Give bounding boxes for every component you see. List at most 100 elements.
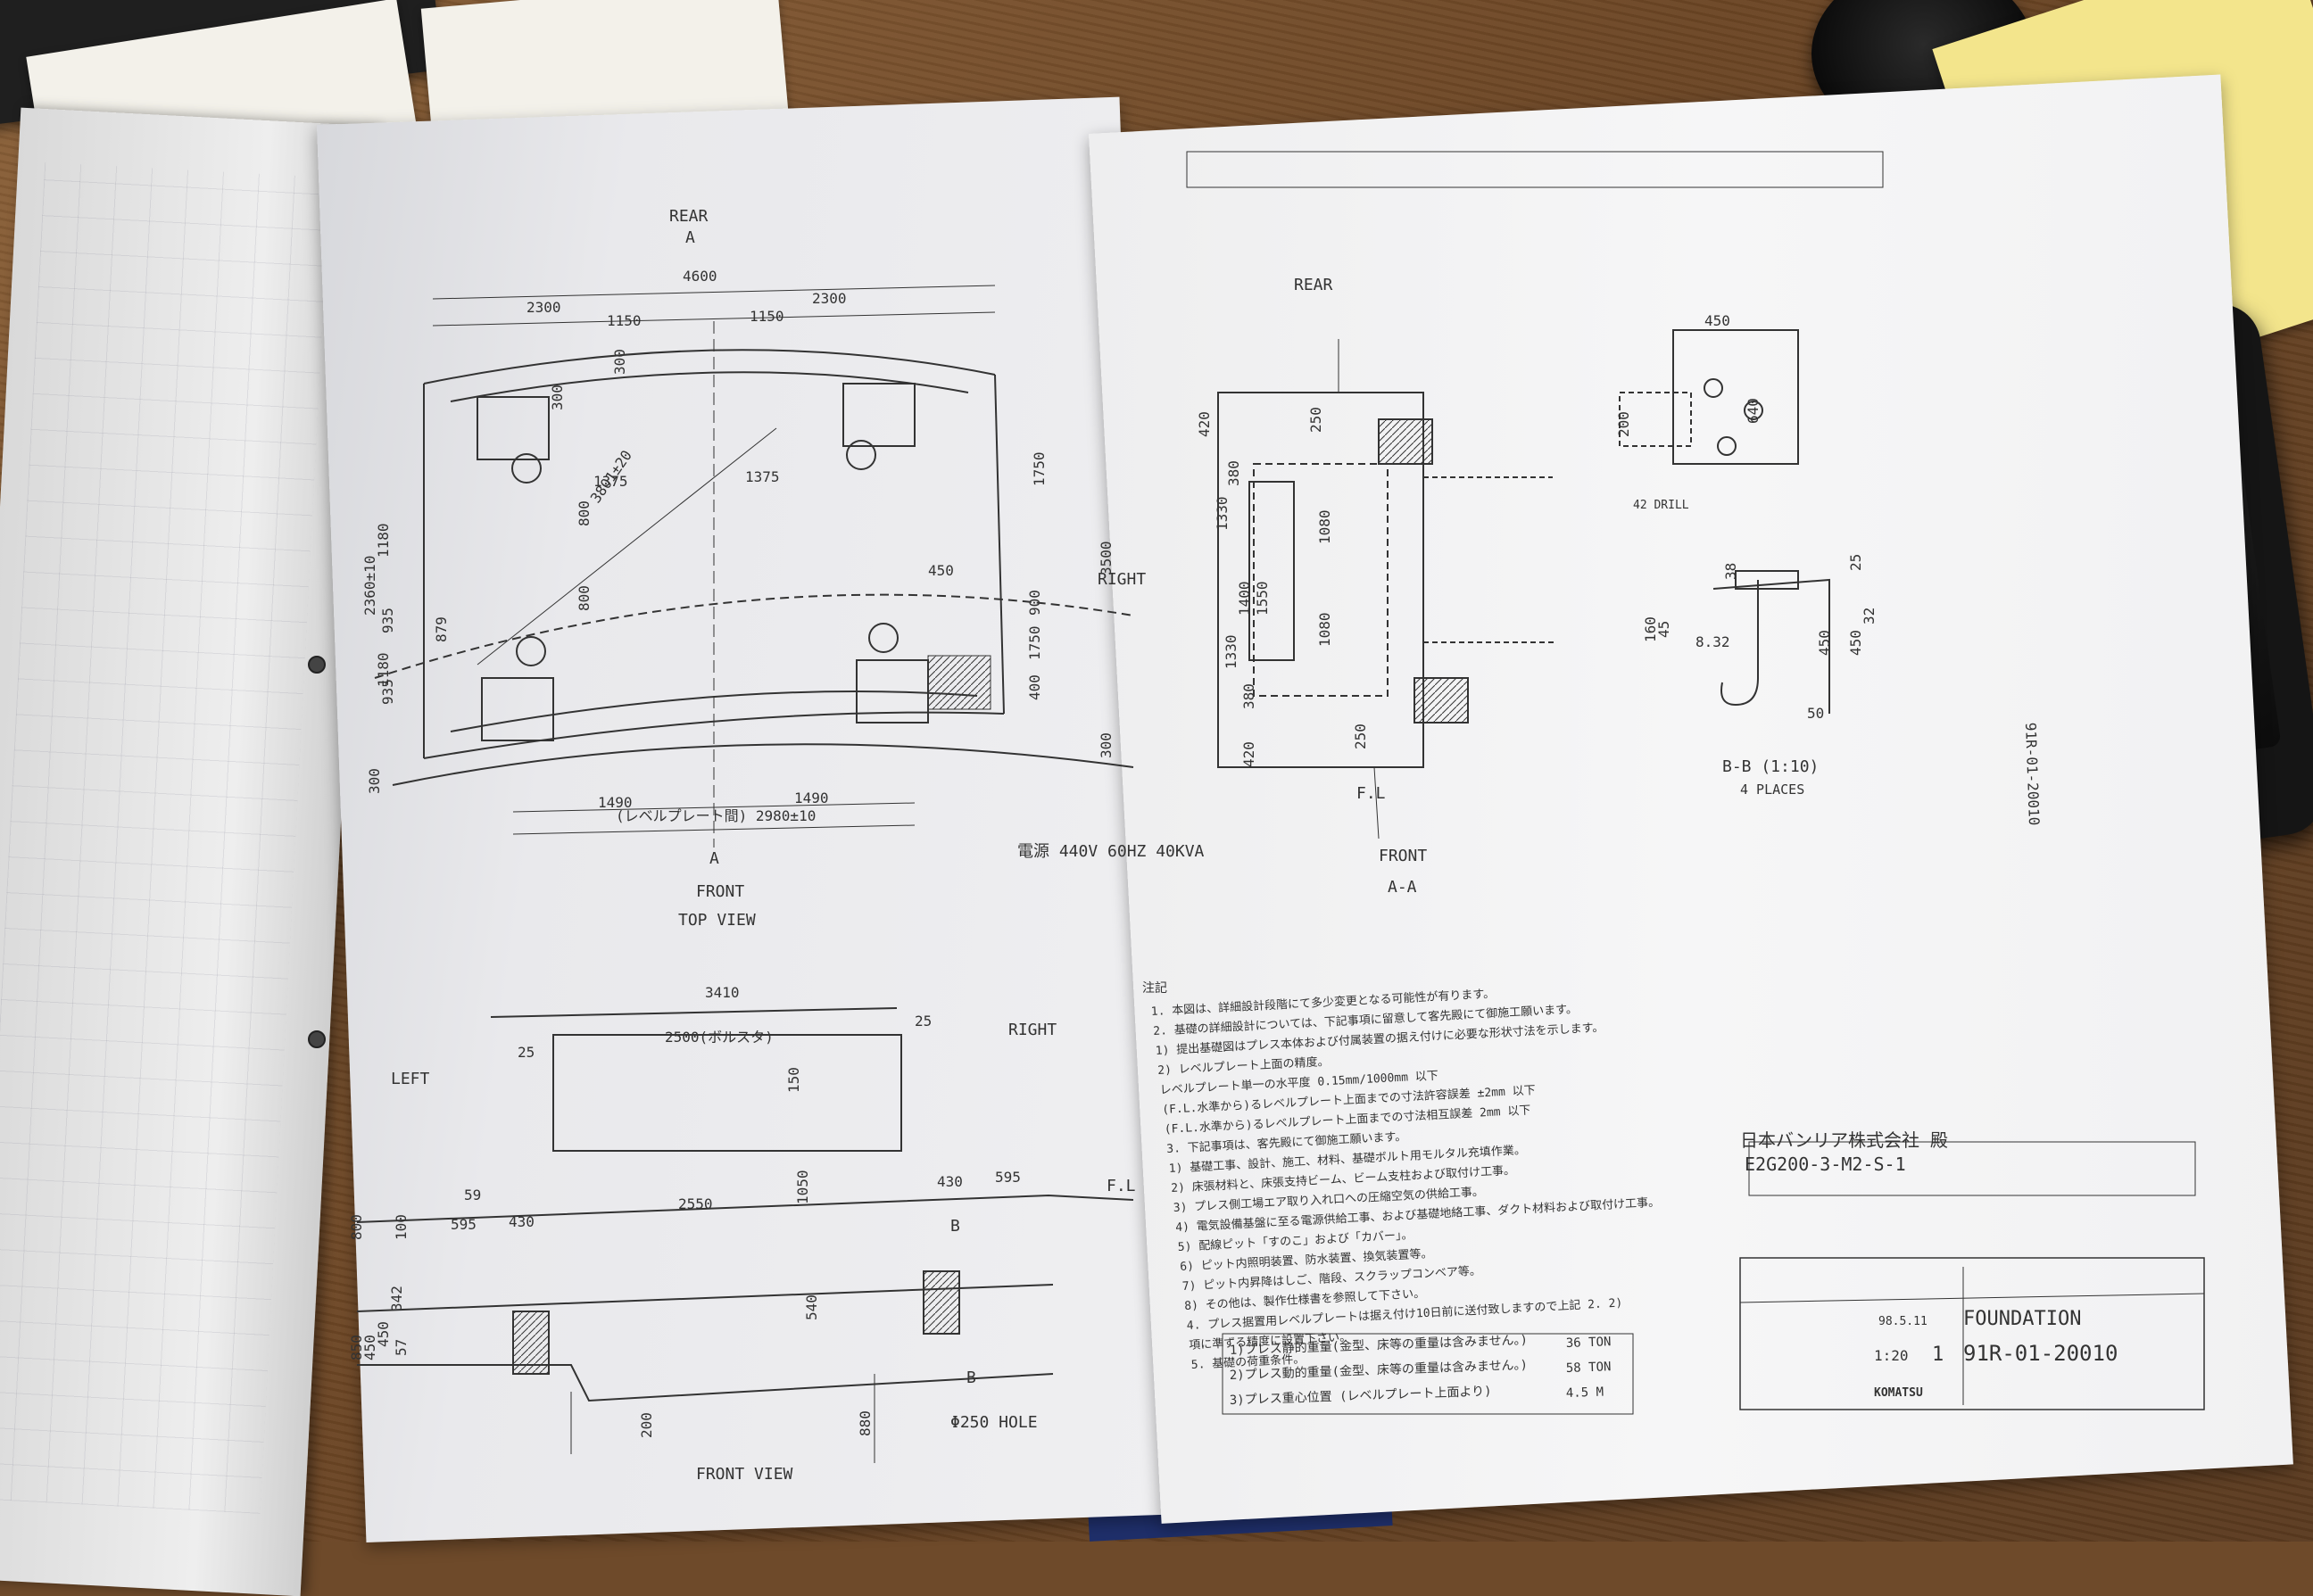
bolt-pocket [477,396,550,460]
foundation-drawing: REAR A FRONT A TOP VIEW RIGHT 電源 440V 60… [348,151,2205,1484]
front-view-dimension: 595 [451,1216,477,1233]
section-aa-dimension: 1080 [1316,612,1333,647]
top-view-dimension: 1375 [593,473,628,490]
top-view-dimension: 800 [576,500,593,526]
top-view-dimension: (レベルプレート間) 2980±10 [616,807,816,824]
top-view-dimension: 879 [433,616,450,642]
load-value: 36 TON [1566,1335,1612,1351]
top-view-dimension: 1750 [1026,625,1043,660]
floor-line-label: F.L [1356,784,1386,803]
top-view-dimension: 1180 [375,523,392,558]
part-number: 91R-01-20010 [1963,1341,2118,1366]
dimension-line [512,824,916,835]
section-aa-dimension: 420 [1196,411,1213,437]
section-bb-dimension: 38 [1722,563,1739,580]
section-aa-dimension: 1330 [1214,496,1231,531]
top-view-dimension: 935 [379,608,396,633]
dimension-line [432,285,996,300]
top-view-dimension: 1375 [745,468,780,485]
power-label: 電源 440V 60HZ 40KVA [1017,842,1205,861]
binder-ring [308,656,326,674]
anchor-pocket [1414,677,1469,724]
binder-ring [308,1030,326,1048]
top-view-dimension: 300 [1098,732,1115,758]
top-view-inner [450,690,978,732]
dimension-line [432,311,996,327]
bolt-pocket [481,677,554,741]
bolster-outline [552,1034,902,1152]
title-block [1186,151,2205,1410]
front-view-dimension: 59 [464,1187,481,1203]
anchor-bolt [1720,580,1759,707]
section-aa-inner [1248,481,1295,661]
notes-title: 注記 [1142,980,1167,996]
level-plate-hole [846,440,876,470]
top-view-dimension: 1180 [375,652,392,687]
top-view-outline [994,374,1005,715]
level-plate-hole [868,623,899,653]
section-b-marker: B [966,1369,976,1387]
front-view-dimension: 850 [348,1335,365,1360]
parts-list-frame [1748,1141,2196,1196]
front-view-outline [357,1364,1054,1402]
bolt-hole [1717,436,1737,456]
top-view-outline [423,349,996,385]
right-label: RIGHT [1098,570,1146,589]
anchor-pocket [512,1311,550,1375]
loads: 1)プレス静的重量(金型、床等の重量は含みません。)36 TON2)プレス動的重… [1230,1332,1612,1408]
section-bb-dimension: 450 [1847,630,1864,656]
section-aa-dimension: 1080 [1316,509,1333,544]
top-view-dimension: 900 [1026,590,1043,616]
notes: 注記 1. 本図は、詳細設計段階にて多少変更となる可能性が有ります。2. 基礎の… [1142,980,1660,1372]
four-places-label: 4 PLACES [1740,781,1804,798]
section-aa [1217,339,1557,839]
title-block-frame [1739,1257,2205,1410]
front-view [356,1007,1134,1463]
top-view-dimension: 2300 [526,299,561,316]
front-view-label: FRONT VIEW [696,1465,793,1484]
section-aa-dimension: 1550 [1254,581,1271,616]
top-view-dimension: 300 [611,349,628,375]
base-plate [1735,570,1799,590]
top-view-dimension: 300 [366,768,383,794]
brand-logo: KOMATSU [1874,1386,1923,1400]
front-label: FRONT [696,882,744,901]
front-view-dimension: 450 [361,1335,378,1360]
load-value: 4.5 M [1566,1385,1604,1401]
front-view-dimension: 200 [638,1412,655,1438]
level-plate-hole [511,453,542,484]
dimension-line [512,802,916,813]
front-view-dimension: 150 [785,1067,802,1093]
top-view-dimension: 1150 [607,312,642,329]
section-aa-outline [1217,392,1424,768]
rear-label: REAR [1294,276,1333,294]
section-b-marker: B [950,1217,960,1236]
section-bb-dimension: 45 [1655,621,1672,638]
load-label: 3)プレス重心位置 (レベルプレート上面より) [1230,1385,1492,1408]
load-value: 58 TON [1566,1360,1612,1376]
anchor-pocket [923,1270,960,1335]
top-view-dimension: 800 [576,585,593,611]
front-view-dimension: 430 [509,1213,535,1230]
top-view-dimension: 1490 [598,794,633,811]
front-view-dimension: 25 [518,1044,535,1061]
tolerance-table [1186,151,1884,188]
part-name: FOUNDATION [1963,1308,2081,1330]
document-code: E2G200-3-M2-S-1 [1745,1154,1906,1175]
note-line: 2) レベルプレート上面の精度。 [1157,1054,1330,1078]
top-view-dimension: 1750 [1031,451,1048,486]
front-view-dimension: 1050 [794,1170,811,1204]
floor-line-label: F.L [1107,1177,1136,1195]
front-view-dimension: 450 [375,1321,392,1347]
diagonal-dimension [477,427,777,666]
section-bb-dimension: 200 [1615,411,1632,437]
top-view-dimension: 400 [1026,674,1043,700]
top-view-dimension: 2300 [812,290,847,307]
title-block-rule [1739,1293,2205,1303]
bolt-hole [1744,401,1763,420]
top-view-dimension: 300 [549,385,566,410]
section-bb-plate [1672,329,1799,465]
front-view-dimension: 595 [995,1169,1021,1186]
section-bb [1619,329,1830,714]
